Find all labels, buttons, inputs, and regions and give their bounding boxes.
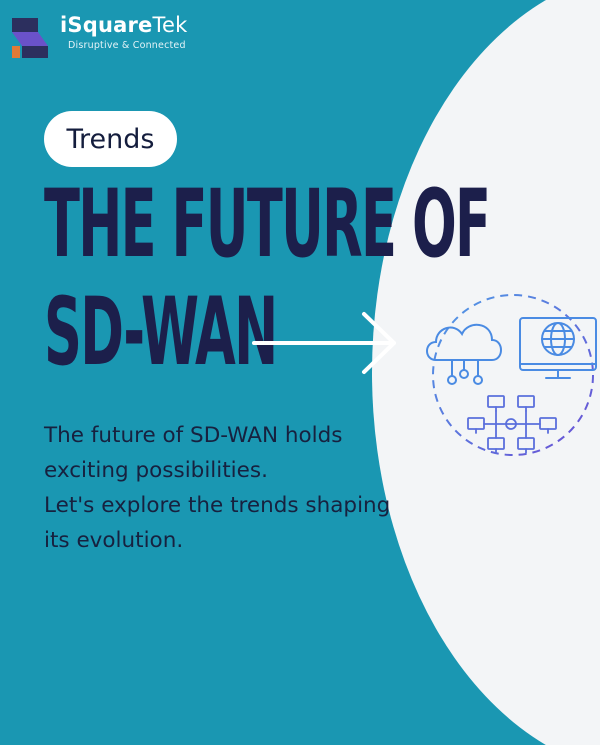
description-line-3: Let's explore the trends shaping	[44, 493, 391, 518]
globe-monitor-icon	[519, 317, 597, 379]
brand-name-bold: iSquare	[60, 13, 153, 37]
computer-network-icon	[467, 395, 557, 454]
logo: iSquareTek Disruptive & Connected	[10, 12, 187, 60]
brand-tagline: Disruptive & Connected	[68, 40, 186, 51]
isquaretek-logo-icon	[12, 18, 48, 58]
description-line-4: its evolution.	[44, 528, 184, 553]
trends-tag: Trends	[44, 111, 177, 167]
brand-name: iSquareTek	[60, 12, 187, 38]
title-line-1: THE FUTURE OF	[44, 170, 491, 279]
title-line-2: SD-WAN	[44, 278, 278, 387]
description-line-2: exciting possibilities.	[44, 458, 268, 483]
right-arrow-icon	[252, 312, 396, 374]
cloud-globe-network-icon	[426, 294, 597, 456]
description-line-1: The future of SD-WAN holds	[44, 423, 343, 448]
cloud-icon	[426, 324, 502, 385]
brand-name-light: Tek	[152, 13, 188, 37]
description: The future of SD-WAN holds exciting poss…	[44, 418, 444, 558]
